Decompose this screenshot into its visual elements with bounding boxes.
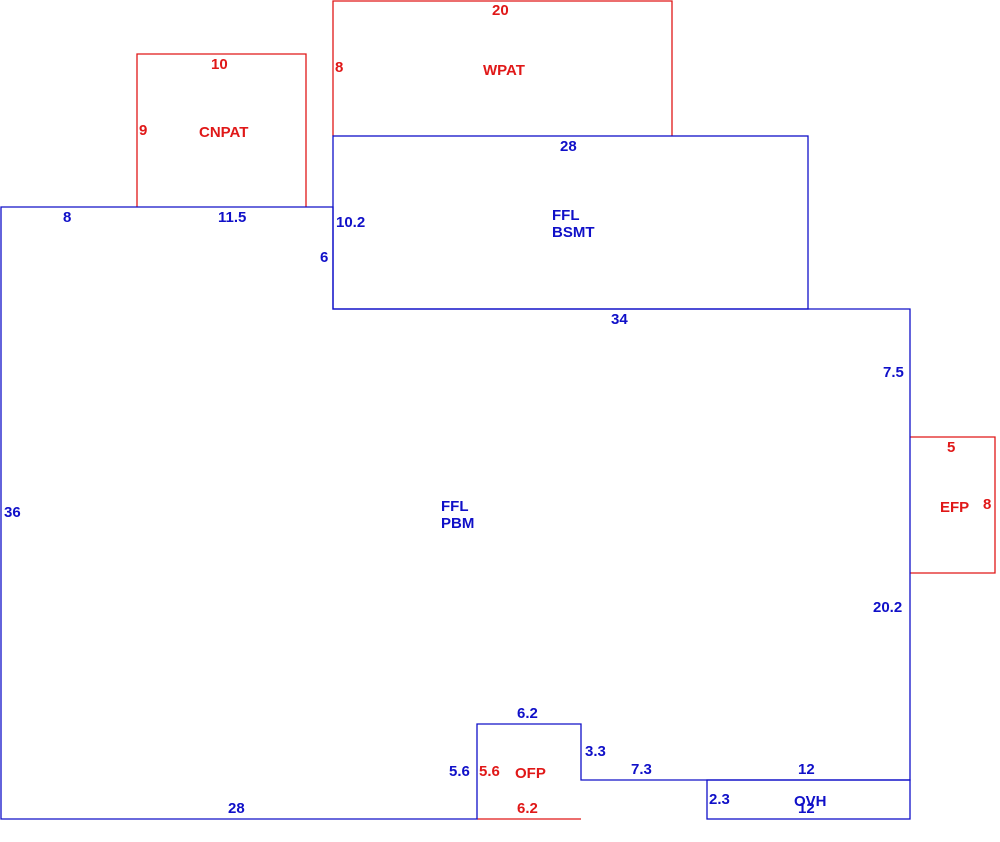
- efp-label: EFP: [940, 499, 969, 516]
- dim-ovh-bottom: 12: [798, 800, 815, 817]
- dim-wpat-top: 20: [492, 2, 509, 19]
- dim-cnpat-left: 9: [139, 122, 147, 139]
- dim-ovh-top: 12: [798, 761, 815, 778]
- dim-ovh-left: 2.3: [709, 791, 730, 808]
- cnpat-label: CNPAT: [199, 124, 248, 141]
- main-label-line2: PBM: [441, 515, 474, 532]
- dim-bottom-run: 7.3: [631, 761, 652, 778]
- dim-main-right-lower: 20.2: [873, 599, 902, 616]
- wpat-label: WPAT: [483, 62, 525, 79]
- dim-main-step: 6: [320, 249, 328, 266]
- dim-efp-top: 5: [947, 439, 955, 456]
- dim-ofp-top: 6.2: [517, 705, 538, 722]
- ovh-label: OVH: [794, 793, 827, 810]
- dim-main-right-upper: 7.5: [883, 364, 904, 381]
- dim-efp-right: 8: [983, 496, 991, 513]
- dim-ofp-left-outer: 5.6: [449, 763, 470, 780]
- dim-wpat-left: 8: [335, 59, 343, 76]
- dim-ofp-bottom: 6.2: [517, 800, 538, 817]
- cnpat-outline: [136, 53, 307, 207]
- dim-bsmt-top: 28: [560, 138, 577, 155]
- dim-main-inner-34: 34: [611, 311, 628, 328]
- dim-main-top-mid: 11.5: [218, 209, 246, 226]
- dim-cnpat-top: 10: [211, 56, 228, 73]
- dim-ofp-left-inner: 5.6: [479, 763, 500, 780]
- basement-label-line2: BSMT: [552, 224, 595, 241]
- basement-label-line1: FFL: [552, 207, 580, 224]
- dim-bsmt-left: 10.2: [336, 214, 365, 231]
- main-label-line1: FFL: [441, 498, 469, 515]
- dim-ofp-right: 3.3: [585, 743, 606, 760]
- efp-outline: [910, 436, 996, 574]
- dim-main-top-left: 8: [63, 209, 71, 226]
- ovh-outline: [706, 779, 911, 820]
- basement-outline: [332, 135, 809, 310]
- dim-main-left: 36: [4, 504, 21, 521]
- dim-main-bottom-left: 28: [228, 800, 245, 817]
- ofp-label: OFP: [515, 765, 546, 782]
- wpat-outline: [332, 0, 673, 136]
